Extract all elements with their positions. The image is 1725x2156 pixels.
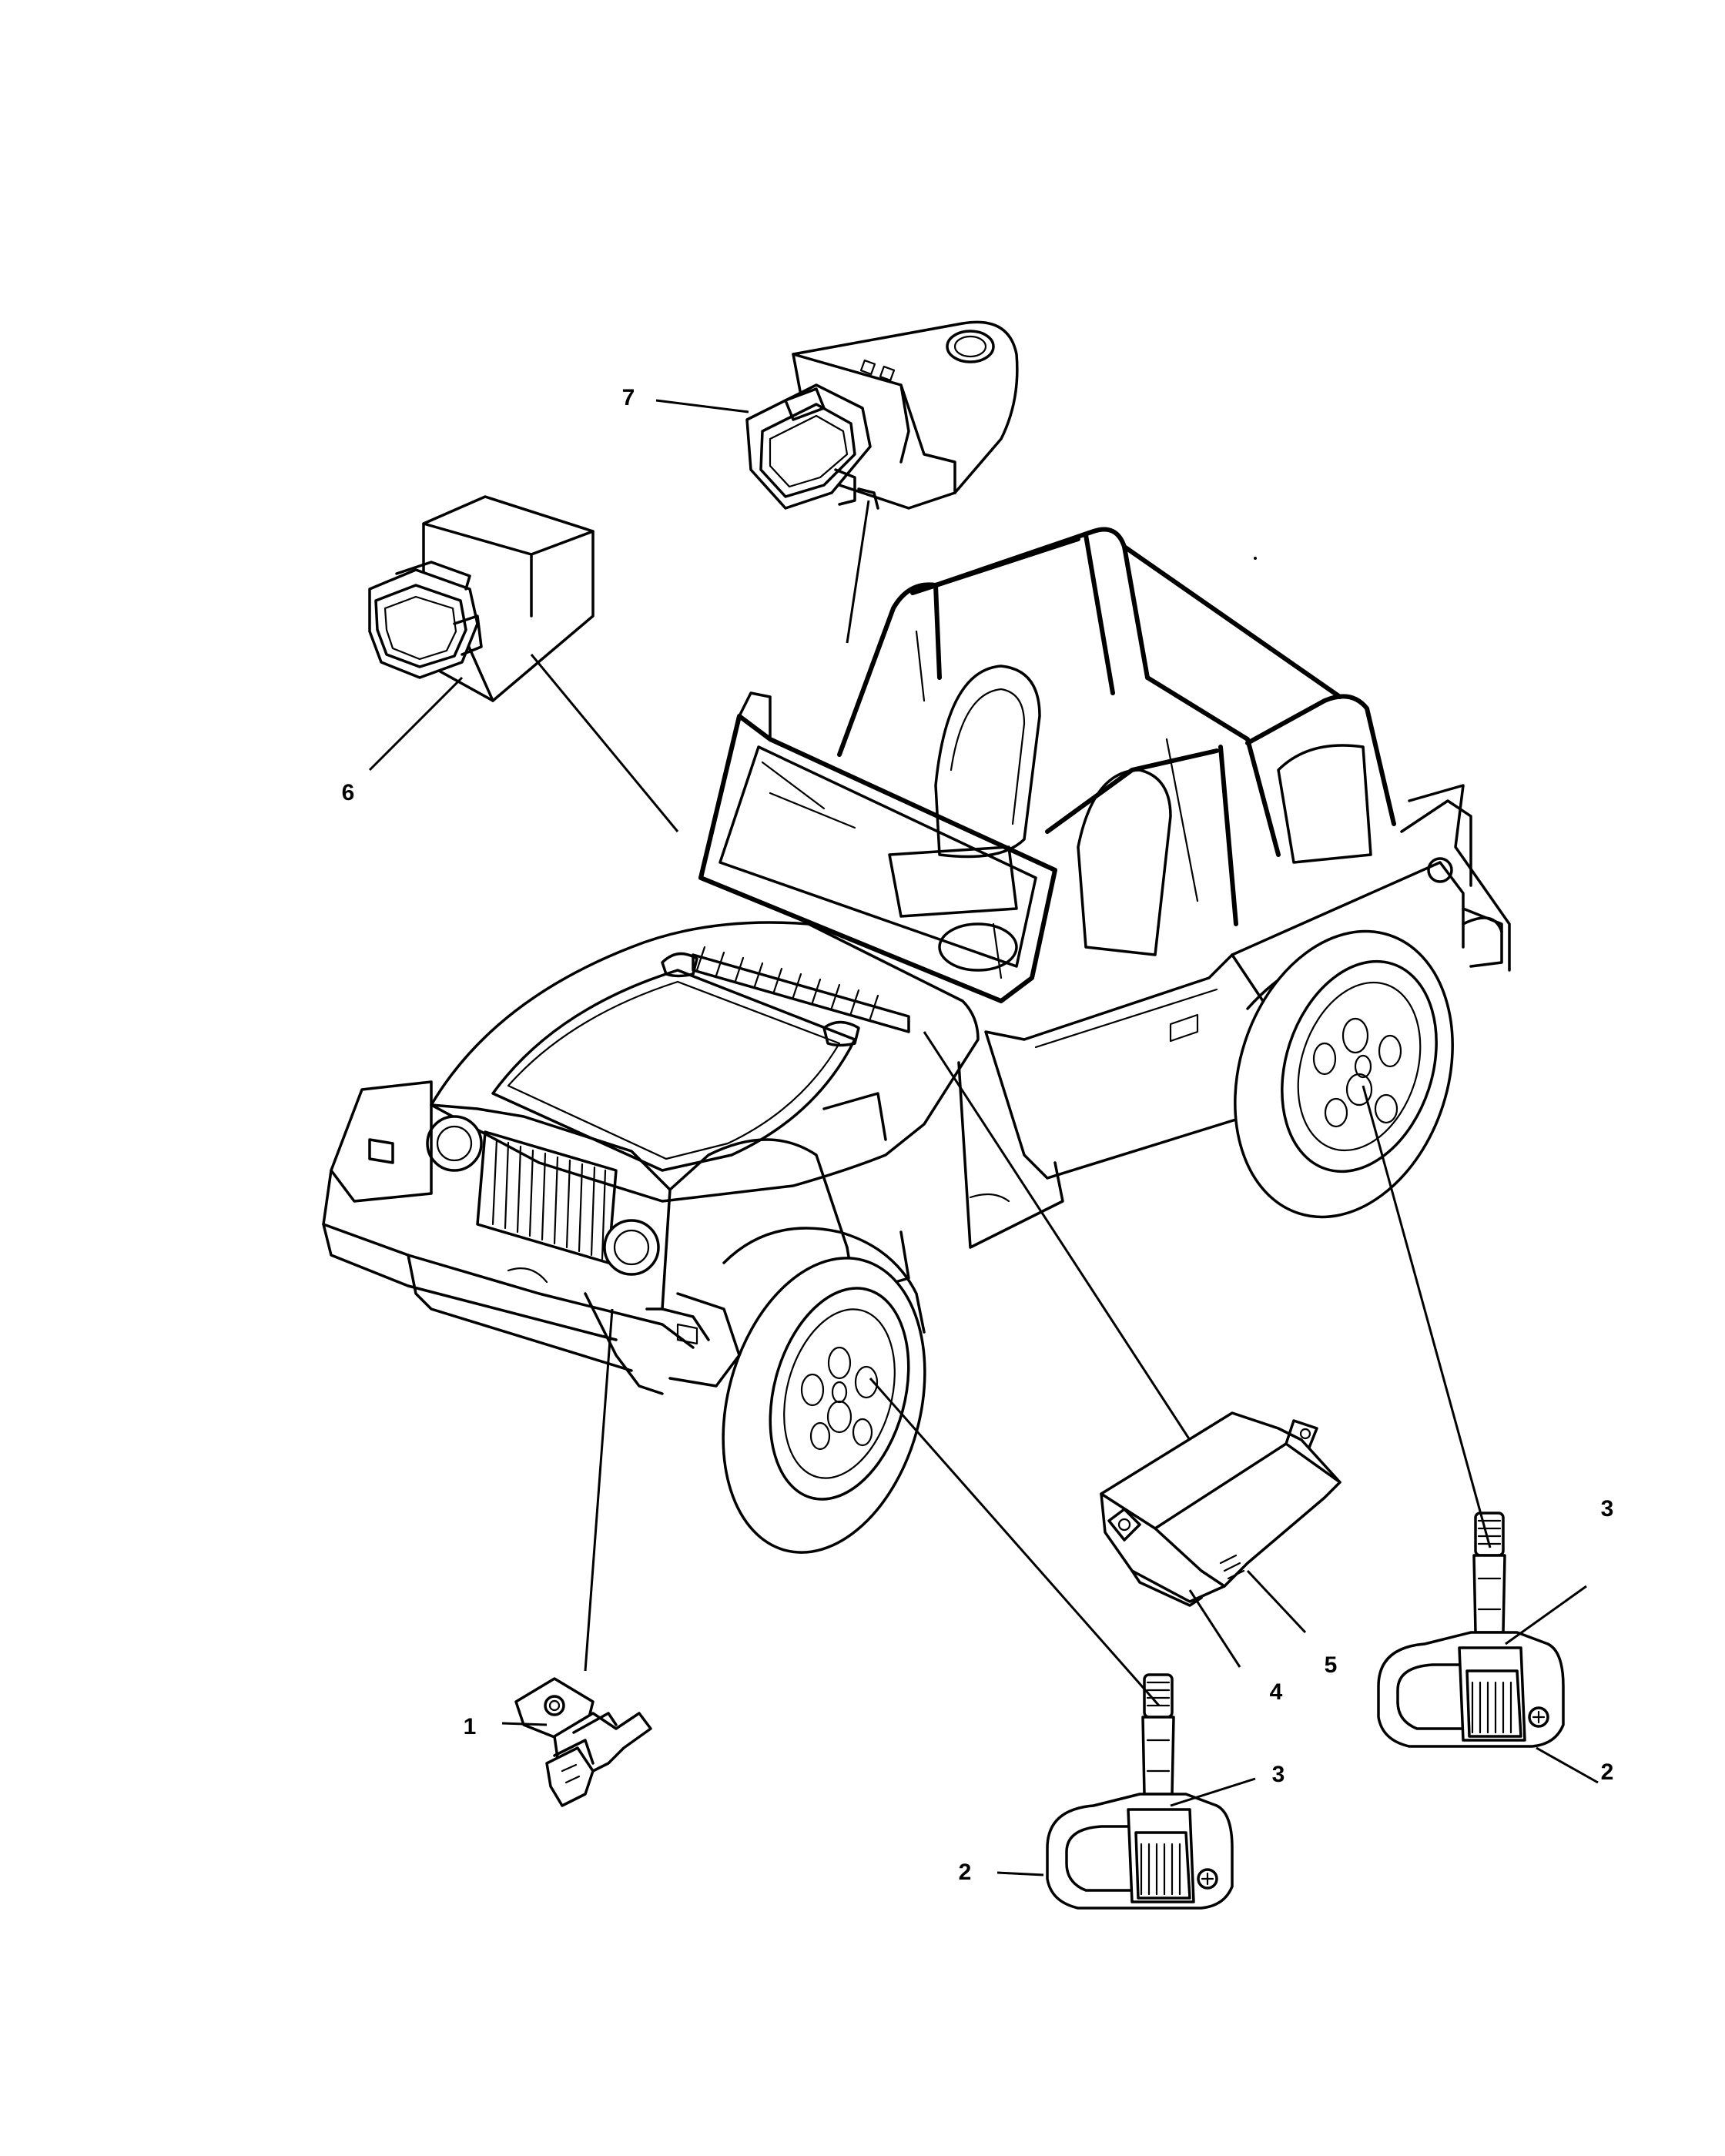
vehicle-illustration	[322, 527, 1511, 1554]
callout-5: 5	[1324, 1652, 1338, 1678]
part-7-sensor	[745, 320, 1019, 510]
callout-2-front: 2	[958, 1860, 972, 1885]
steering-wheel	[938, 922, 1018, 972]
roll-cage	[837, 527, 1396, 926]
part-1-sensor	[514, 1677, 652, 1807]
callout-6: 6	[341, 780, 355, 805]
callout-7: 7	[621, 385, 635, 410]
grille	[426, 1103, 672, 1311]
stray-dot	[1254, 557, 1257, 560]
seats	[888, 665, 1372, 979]
callout-3-front: 3	[1271, 1762, 1285, 1787]
callout-1: 1	[463, 1714, 477, 1739]
tpms-sensor-front	[1046, 1673, 1234, 1910]
part-4-5-module	[1100, 1411, 1341, 1607]
callout-2-rear: 2	[1600, 1759, 1614, 1785]
callout-4: 4	[1269, 1679, 1283, 1705]
front-wheel	[722, 1227, 926, 1554]
windshield	[698, 691, 1057, 1003]
rear-quarter	[1408, 784, 1511, 972]
rear-wheel	[1234, 929, 1454, 1219]
part-6-module	[368, 495, 595, 702]
hood	[430, 921, 980, 1203]
callout-3-rear: 3	[1600, 1496, 1614, 1522]
leader-lines	[368, 399, 1599, 1876]
tpms-sensor-rear	[1377, 1512, 1565, 1748]
